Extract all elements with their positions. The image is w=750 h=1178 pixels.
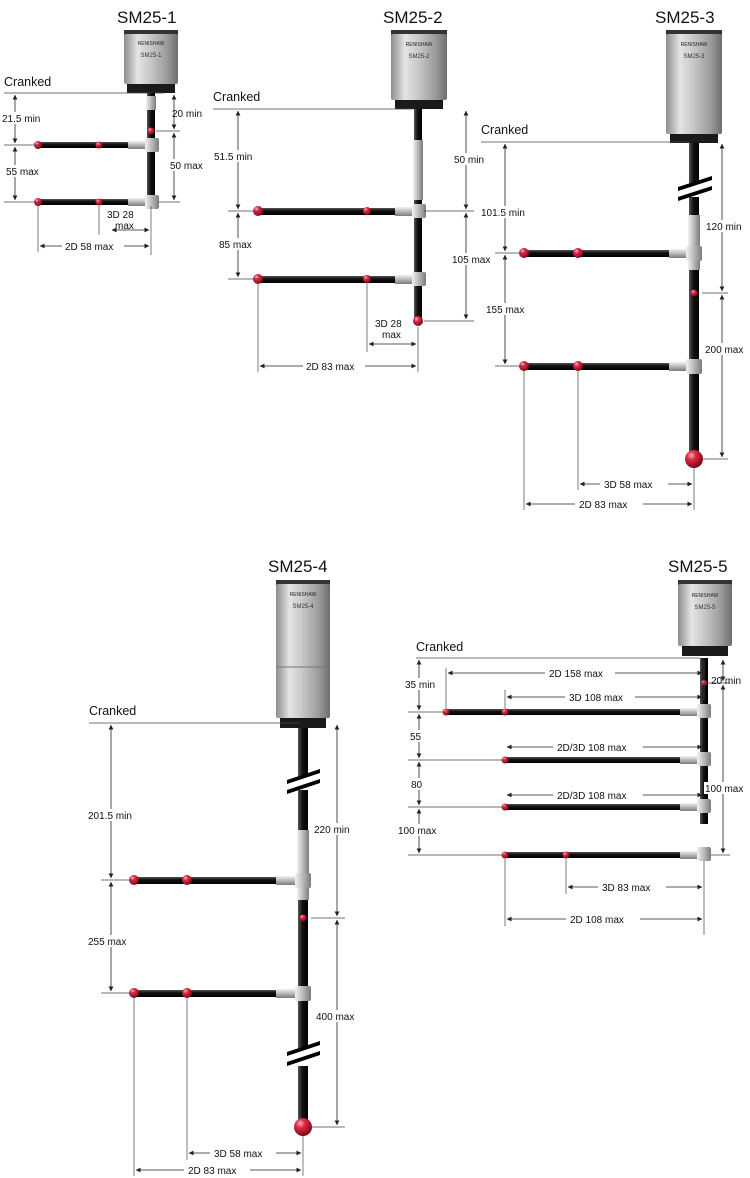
svg-text:2D/3D 108 max: 2D/3D 108 max [557,791,626,802]
svg-text:3D 58 max: 3D 58 max [604,480,652,491]
probe-title: SM25-5 [668,557,728,576]
svg-text:255 max: 255 max [88,937,126,948]
dimensions: 51.5 min 85 max 50 min 105 max 3D 28 max… [212,110,500,373]
svg-text:max: max [115,221,134,232]
stylus-assembly [519,143,712,468]
probe-sm25-5: SM25-5 RENISHAW SM25-5 Cranked [396,557,750,935]
probe-body: RENISHAW SM25-2 [391,30,447,109]
svg-text:2D 83 max: 2D 83 max [306,362,354,373]
svg-text:100 max: 100 max [398,826,436,837]
probe-title: SM25-1 [117,8,177,27]
svg-text:RENISHAW: RENISHAW [406,42,433,48]
cranked-label: Cranked [481,123,528,137]
probe-title: SM25-4 [268,557,328,576]
svg-text:101.5 min: 101.5 min [481,208,525,219]
svg-text:3D 28: 3D 28 [107,210,134,221]
svg-text:RENISHAW: RENISHAW [681,42,708,48]
probe-body: RENISHAW SM25-1 [124,30,178,93]
probe-body: RENISHAW SM25-3 [666,30,722,143]
cranked-label: Cranked [89,704,136,718]
svg-text:50 min: 50 min [454,155,484,166]
svg-text:2D/3D 108 max: 2D/3D 108 max [557,743,626,754]
body-label: SM25-1 [140,53,162,59]
svg-text:3D 108 max: 3D 108 max [569,693,623,704]
stylus-assembly [129,728,320,1136]
svg-text:120 min: 120 min [706,222,742,233]
svg-text:50 max: 50 max [170,161,203,172]
svg-text:3D 83 max: 3D 83 max [602,883,650,894]
brand-logo: RENISHAW [138,41,165,47]
cranked-label: Cranked [213,90,260,104]
svg-text:2D 83 max: 2D 83 max [579,500,627,511]
probe-sm25-4: SM25-4 RENISHAW SM25-4 Cranked [86,557,364,1177]
probe-title: SM25-3 [655,8,715,27]
svg-text:2D 58 max: 2D 58 max [65,242,113,253]
svg-text:400 max: 400 max [316,1012,354,1023]
svg-text:55 max: 55 max [6,167,39,178]
stylus-assembly [253,109,426,326]
probe-body: RENISHAW SM25-4 [276,580,330,728]
probe-sm25-2: SM25-2 RENISHAW SM25-2 Cranked [212,8,500,373]
svg-text:3D 58 max: 3D 58 max [214,1149,262,1160]
svg-text:105 max: 105 max [452,255,490,266]
svg-text:20 min: 20 min [711,676,741,687]
svg-text:220 min: 220 min [314,825,350,836]
body-label: SM25-2 [408,54,430,60]
probe-title: SM25-2 [383,8,443,27]
dimensions: 21.5 min 55 max 20 min 50 max 3D 28 max … [0,94,203,255]
dimensions: 35 min 55 80 100 max 20 min 100 max 2D 1… [396,659,750,935]
cranked-label: Cranked [416,640,463,654]
svg-text:201.5 min: 201.5 min [88,811,132,822]
body-label: SM25-5 [694,605,716,611]
svg-text:20 min: 20 min [172,109,202,120]
body-label: SM25-4 [292,604,314,610]
probe-body: RENISHAW SM25-5 [678,580,732,656]
dimensions: 201.5 min 255 max 220 min 400 max 3D 58 … [86,724,364,1177]
svg-text:2D 108 max: 2D 108 max [570,915,624,926]
svg-text:2D 158 max: 2D 158 max [549,669,603,680]
cranked-label: Cranked [4,75,51,89]
svg-text:max: max [382,330,401,341]
svg-text:200 max: 200 max [705,345,743,356]
svg-text:80: 80 [411,780,423,791]
svg-text:55: 55 [410,732,422,743]
svg-text:155 max: 155 max [486,305,524,316]
svg-text:RENISHAW: RENISHAW [290,592,317,598]
dimensions: 101.5 min 155 max 120 min 200 max 3D 58 … [479,143,750,511]
svg-text:3D 28: 3D 28 [375,319,402,330]
stylus-assembly [442,658,711,861]
body-label: SM25-3 [683,54,705,60]
svg-text:51.5 min: 51.5 min [214,152,252,163]
svg-text:85 max: 85 max [219,240,252,251]
svg-text:21.5 min: 21.5 min [2,114,40,125]
svg-text:2D 83 max: 2D 83 max [188,1166,236,1177]
stylus-assembly [34,93,159,209]
svg-text:35 min: 35 min [405,680,435,691]
probe-sm25-1: SM25-1 RENISHAW SM25-1 Cranked [0,8,203,255]
svg-text:100 max: 100 max [705,784,743,795]
probe-sm25-3: SM25-3 RENISHAW SM25-3 Cranked [479,8,750,511]
svg-text:RENISHAW: RENISHAW [692,593,719,599]
